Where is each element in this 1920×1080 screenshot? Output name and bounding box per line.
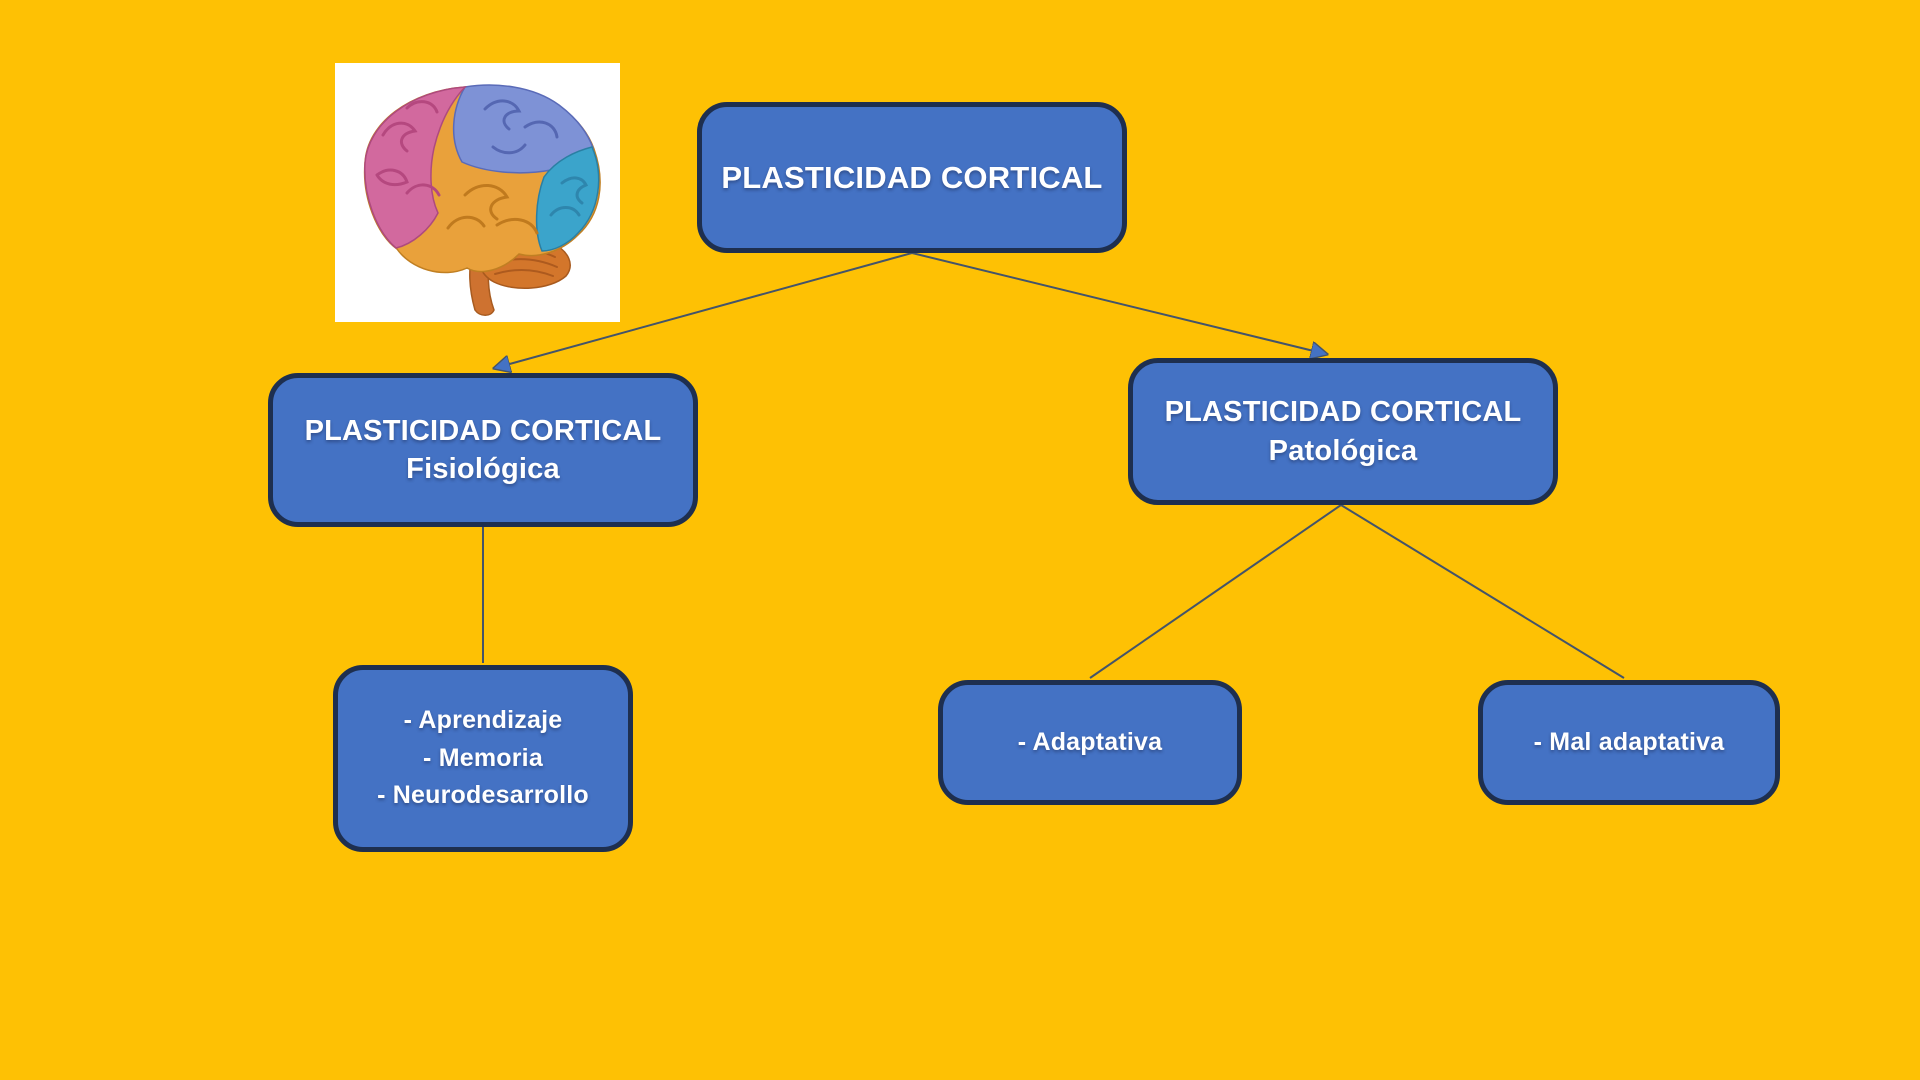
node-label-line1: PLASTICIDAD CORTICAL (304, 414, 662, 447)
brain-image (335, 63, 620, 322)
node-fisiologica-examples: - Aprendizaje - Memoria - Neurodesarroll… (333, 665, 633, 852)
node-mal-adaptativa: - Mal adaptativa (1478, 680, 1780, 805)
connector-patologica-to-maladaptativa (1340, 504, 1625, 679)
node-label: PLASTICIDAD CORTICAL (721, 159, 1103, 195)
list-item: - Memoria (423, 743, 543, 772)
node-plasticidad-cortical: PLASTICIDAD CORTICAL (697, 102, 1127, 253)
node-label: - Mal adaptativa (1533, 728, 1725, 756)
node-label: - Adaptativa (1017, 728, 1163, 756)
connector-patologica-to-adaptativa (1089, 504, 1342, 679)
node-label-line1: PLASTICIDAD CORTICAL (1164, 396, 1522, 429)
node-plasticidad-patologica: PLASTICIDAD CORTICAL Patológica (1128, 358, 1558, 505)
list-item: - Aprendizaje (403, 706, 563, 735)
node-plasticidad-fisiologica: PLASTICIDAD CORTICAL Fisiológica (268, 373, 698, 527)
list-item: - Neurodesarrollo (377, 781, 589, 810)
node-label-line2: Fisiológica (406, 453, 560, 485)
node-label-line2: Patológica (1268, 434, 1418, 467)
node-adaptativa: - Adaptativa (938, 680, 1242, 805)
brain-icon (363, 84, 601, 316)
connector-root-to-patologica (911, 252, 1326, 354)
